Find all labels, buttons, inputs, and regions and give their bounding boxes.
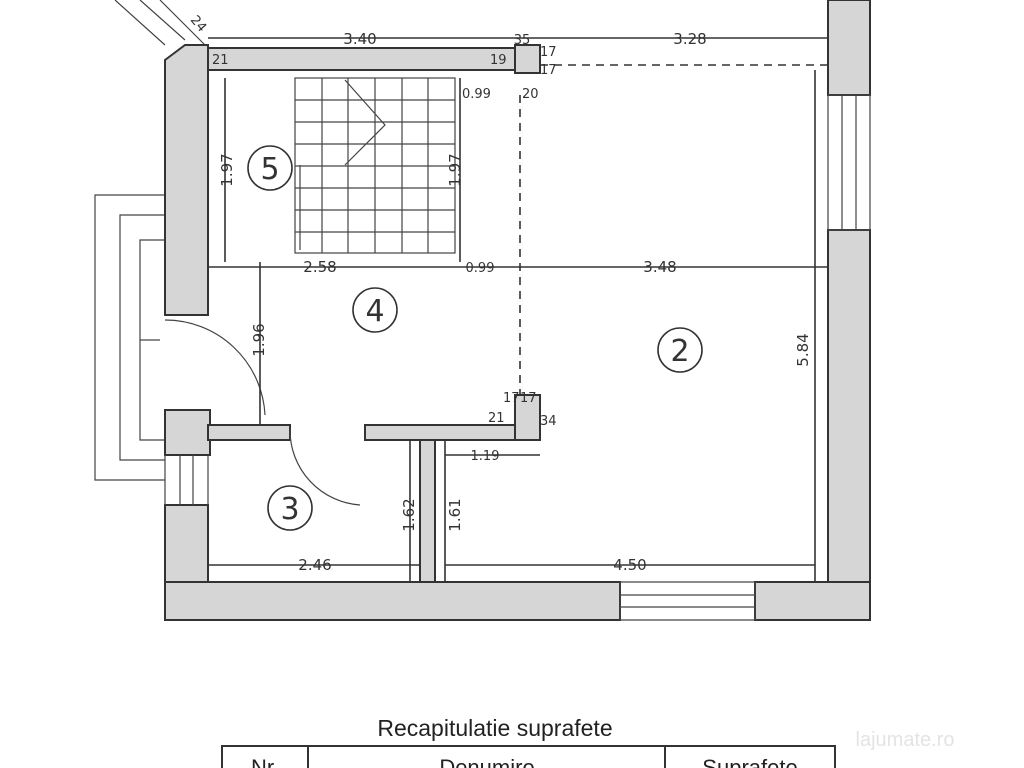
svg-text:1.97: 1.97 [218,153,236,186]
svg-text:3.48: 3.48 [643,258,676,276]
svg-text:4.50: 4.50 [613,556,646,574]
room-3-label: 3 [280,492,299,527]
svg-text:17: 17 [503,391,520,406]
svg-text:24: 24 [187,13,209,35]
header-nr: Nr. [251,755,279,768]
watermark-logo: lajumate.ro [856,729,955,751]
area-table [221,745,836,768]
svg-text:17: 17 [540,45,557,60]
svg-text:1.62: 1.62 [400,498,418,531]
svg-text:17: 17 [520,391,537,406]
walls [164,0,871,621]
svg-text:17: 17 [540,63,557,78]
table-title: Recapitulatie suprafete [377,715,612,741]
svg-text:19: 19 [490,53,507,68]
room-2-label: 2 [670,334,689,369]
door-swings [164,319,361,506]
dimension-labels: 3.40 35 3.28 24 21 19 17 17 0.99 20 1.97… [187,13,812,574]
dashed-line [519,64,828,395]
svg-text:34: 34 [540,414,557,429]
bay-window [94,194,165,481]
corner-bay [114,0,206,46]
svg-text:1.19: 1.19 [471,449,500,464]
header-suprafete: Suprafete [702,755,797,768]
svg-text:2.46: 2.46 [298,556,331,574]
svg-text:3.28: 3.28 [673,30,706,48]
svg-text:0.99: 0.99 [466,261,495,276]
svg-text:0.99: 0.99 [462,87,491,102]
svg-text:21: 21 [488,411,505,426]
room-4-label: 4 [365,294,384,329]
svg-text:1.96: 1.96 [250,323,268,356]
svg-text:2.58: 2.58 [303,258,336,276]
windows [164,94,871,621]
dimension-lines [208,37,828,582]
svg-text:5.84: 5.84 [794,333,812,366]
svg-text:21: 21 [212,53,229,68]
room-5-label: 5 [260,152,279,187]
header-denumire: Denumire [439,755,534,768]
svg-text:20: 20 [522,87,539,102]
svg-text:1.61: 1.61 [446,498,464,531]
svg-text:1.97: 1.97 [446,153,464,186]
staircase [294,77,456,254]
svg-text:3.40: 3.40 [343,30,376,48]
svg-text:35: 35 [514,33,531,48]
